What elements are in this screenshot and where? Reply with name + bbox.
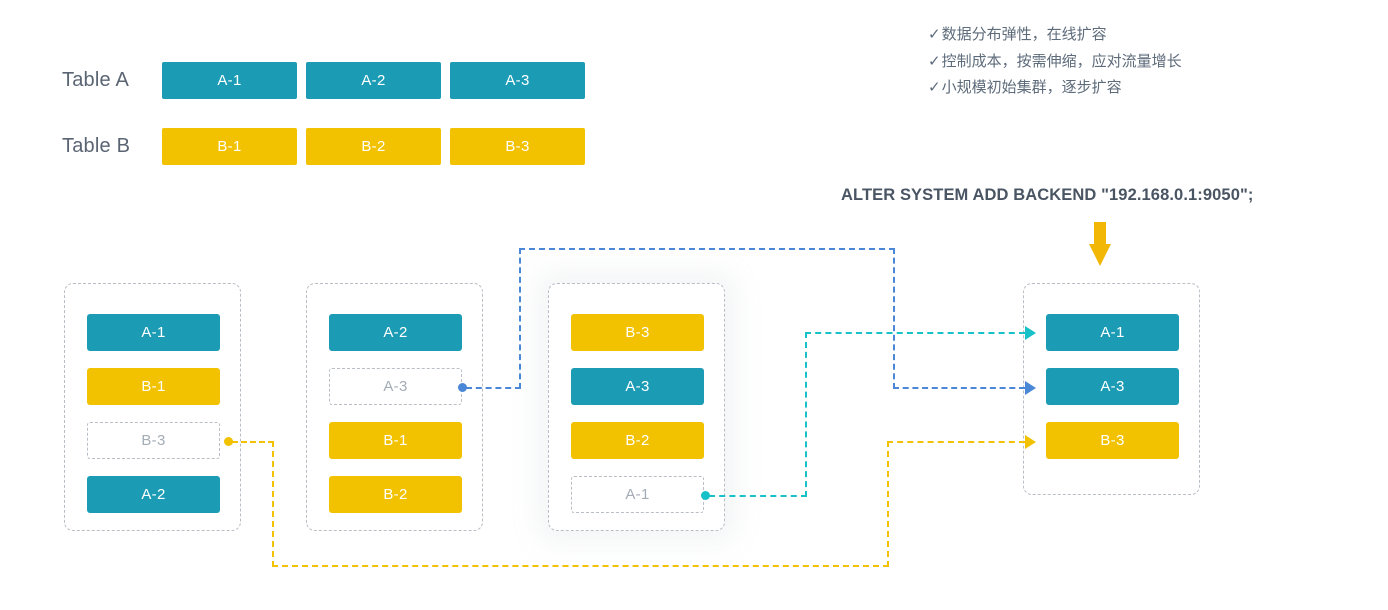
legend-label-table-a: Table A bbox=[62, 69, 130, 91]
node-1-block-a1: A-1 bbox=[87, 314, 220, 351]
node-2-block-b1: B-1 bbox=[329, 422, 462, 459]
connector-b3-seg-3 bbox=[272, 565, 889, 567]
benefits-list: ✓数据分布弹性，在线扩容 ✓控制成本，按需伸缩，应对流量增长 ✓小规模初始集群，… bbox=[928, 22, 1358, 102]
node-1: A-1 B-1 B-3 A-2 bbox=[64, 283, 241, 531]
node-new-block-b3: B-3 bbox=[1046, 422, 1179, 459]
connector-a1-arrowhead bbox=[1025, 326, 1036, 340]
connector-a1-seg-1 bbox=[709, 495, 807, 497]
connector-b3-seg-4 bbox=[887, 441, 889, 567]
node-3-block-b3: B-3 bbox=[571, 314, 704, 351]
legend-block-b3: B-3 bbox=[450, 128, 585, 165]
connector-b3-seg-1 bbox=[232, 441, 274, 443]
connector-a3-seg-3 bbox=[519, 248, 895, 250]
connector-b3-seg-5 bbox=[887, 441, 1025, 443]
benefit-item-3-label: 小规模初始集群，逐步扩容 bbox=[941, 79, 1122, 96]
connector-a3-seg-2 bbox=[519, 248, 521, 389]
node-2: A-2 A-3 B-1 B-2 bbox=[306, 283, 483, 531]
node-2-block-b2: B-2 bbox=[329, 476, 462, 513]
check-icon: ✓ bbox=[928, 52, 941, 70]
connector-a3-arrowhead bbox=[1025, 381, 1036, 395]
connector-a3-seg-1 bbox=[466, 387, 521, 389]
add-backend-arrow-icon bbox=[1089, 222, 1111, 266]
node-3-block-a1-ghost: A-1 bbox=[571, 476, 704, 513]
node-2-block-a3-ghost: A-3 bbox=[329, 368, 462, 405]
legend-block-a1: A-1 bbox=[162, 62, 297, 99]
node-new-block-a1: A-1 bbox=[1046, 314, 1179, 351]
node-3-block-b2: B-2 bbox=[571, 422, 704, 459]
legend-blocks-table-a: A-1 A-2 A-3 bbox=[162, 62, 594, 99]
legend-block-b1: B-1 bbox=[162, 128, 297, 165]
connector-b3-seg-2 bbox=[272, 441, 274, 567]
connector-a1-seg-3 bbox=[805, 332, 1025, 334]
connector-a1-seg-2 bbox=[805, 332, 807, 497]
benefit-item-3: ✓小规模初始集群，逐步扩容 bbox=[928, 75, 1358, 102]
check-icon: ✓ bbox=[928, 79, 941, 96]
legend-block-a3: A-3 bbox=[450, 62, 585, 99]
legend-row-table-b: Table B B-1 B-2 B-3 bbox=[62, 128, 594, 165]
connector-a3-seg-4 bbox=[893, 248, 895, 389]
legend-blocks-table-b: B-1 B-2 B-3 bbox=[162, 128, 594, 165]
node-new-backend: A-1 A-3 B-3 bbox=[1023, 283, 1200, 495]
connector-a1-source-dot bbox=[701, 491, 710, 500]
arrow-shaft bbox=[1094, 222, 1106, 246]
check-icon: ✓ bbox=[928, 26, 941, 43]
node-3: B-3 A-3 B-2 A-1 bbox=[548, 283, 725, 531]
node-1-block-b1: B-1 bbox=[87, 368, 220, 405]
benefit-item-2: ✓控制成本，按需伸缩，应对流量增长 bbox=[928, 49, 1358, 76]
benefit-item-1-label: 数据分布弹性，在线扩容 bbox=[941, 26, 1107, 43]
connector-a3-seg-5 bbox=[893, 387, 1025, 389]
sql-command-text: ALTER SYSTEM ADD BACKEND "192.168.0.1:90… bbox=[841, 186, 1254, 204]
node-new-block-a3: A-3 bbox=[1046, 368, 1179, 405]
legend-block-b2: B-2 bbox=[306, 128, 441, 165]
benefit-item-2-label: 控制成本，按需伸缩，应对流量增长 bbox=[941, 52, 1182, 70]
node-3-block-a3: A-3 bbox=[571, 368, 704, 405]
legend-label-table-b: Table B bbox=[62, 135, 131, 157]
connector-b3-source-dot bbox=[224, 437, 233, 446]
connector-b3-arrowhead bbox=[1025, 435, 1036, 449]
arrow-head bbox=[1089, 244, 1111, 266]
connector-a3-source-dot bbox=[458, 383, 467, 392]
node-1-block-a2: A-2 bbox=[87, 476, 220, 513]
node-1-block-b3-ghost: B-3 bbox=[87, 422, 220, 459]
legend-block-a2: A-2 bbox=[306, 62, 441, 99]
legend-row-table-a: Table A A-1 A-2 A-3 bbox=[62, 62, 594, 99]
node-2-block-a2: A-2 bbox=[329, 314, 462, 351]
benefit-item-1: ✓数据分布弹性，在线扩容 bbox=[928, 22, 1358, 49]
